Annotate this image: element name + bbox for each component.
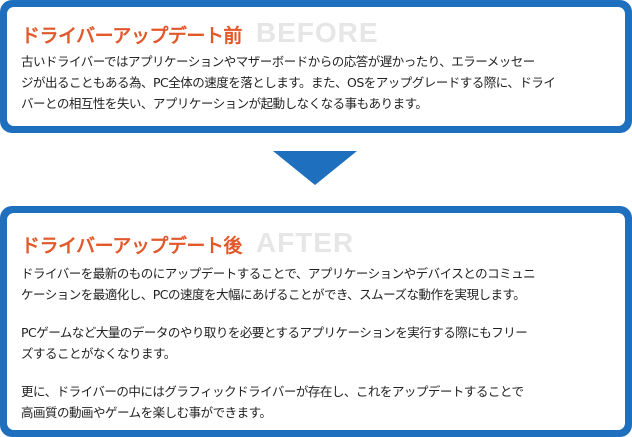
before-description: 古いドライバーではアプリケーションやマザーボードからの応答が遅かったり、エラーメ…	[21, 51, 615, 114]
after-line: ドライバーを最新のものにアップデートすることで、アプリケーションやデバイスとのコ…	[21, 266, 536, 281]
after-panel-content: ドライバーアップデート後 AFTER ドライバーを最新のものにアップデートするこ…	[7, 213, 625, 430]
after-line: 高画質の動画やゲームを楽しむ事ができます。	[21, 405, 272, 420]
after-heading: ドライバーアップデート後 AFTER	[21, 227, 354, 259]
after-line: ズすることがなくなります。	[21, 346, 176, 361]
after-label: AFTER	[255, 227, 355, 258]
before-line: 古いドライバーではアプリケーションやマザーボードからの応答が遅かったり、エラーメ…	[21, 54, 535, 69]
before-heading: ドライバーアップデート前 BEFORE	[21, 17, 379, 49]
after-paragraph-games: PCゲームなど大量のデータのやり取りを必要とするアプリケーションを実行する際にも…	[21, 322, 615, 364]
after-description: ドライバーを最新のものにアップデートすることで、アプリケーションやデバイスとのコ…	[21, 263, 615, 423]
before-line: バーとの相互性を失い、アプリケーションが起動しなくなる事もあります。	[21, 96, 428, 111]
down-arrow-icon	[273, 151, 357, 185]
before-label: BEFORE	[255, 17, 379, 48]
after-line: PCゲームなど大量のデータのやり取りを必要とするアプリケーションを実行する際にも…	[21, 325, 528, 340]
before-panel-content: ドライバーアップデート前 BEFORE 古いドライバーではアプリケーションやマザ…	[7, 7, 625, 126]
before-panel: ドライバーアップデート前 BEFORE 古いドライバーではアプリケーションやマザ…	[0, 0, 632, 133]
after-line: ケーションを最適化し、PCの速度を大幅にあげることができ、スムーズな動作を実現し…	[21, 287, 526, 302]
after-panel: ドライバーアップデート後 AFTER ドライバーを最新のものにアップデートするこ…	[0, 206, 632, 437]
after-line: 更に、ドライバーの中にはグラフィックドライバーが存在し、これをアップデートするこ…	[21, 384, 524, 399]
before-line: ジが出ることもある為、PC全体の速度を落とします。また、OSをアップグレードする…	[21, 75, 556, 90]
after-paragraph-performance: ドライバーを最新のものにアップデートすることで、アプリケーションやデバイスとのコ…	[21, 263, 615, 305]
after-paragraph-graphics: 更に、ドライバーの中にはグラフィックドライバーが存在し、これをアップデートするこ…	[21, 381, 615, 423]
before-title: ドライバーアップデート前	[21, 25, 242, 47]
after-title: ドライバーアップデート後	[21, 235, 242, 257]
